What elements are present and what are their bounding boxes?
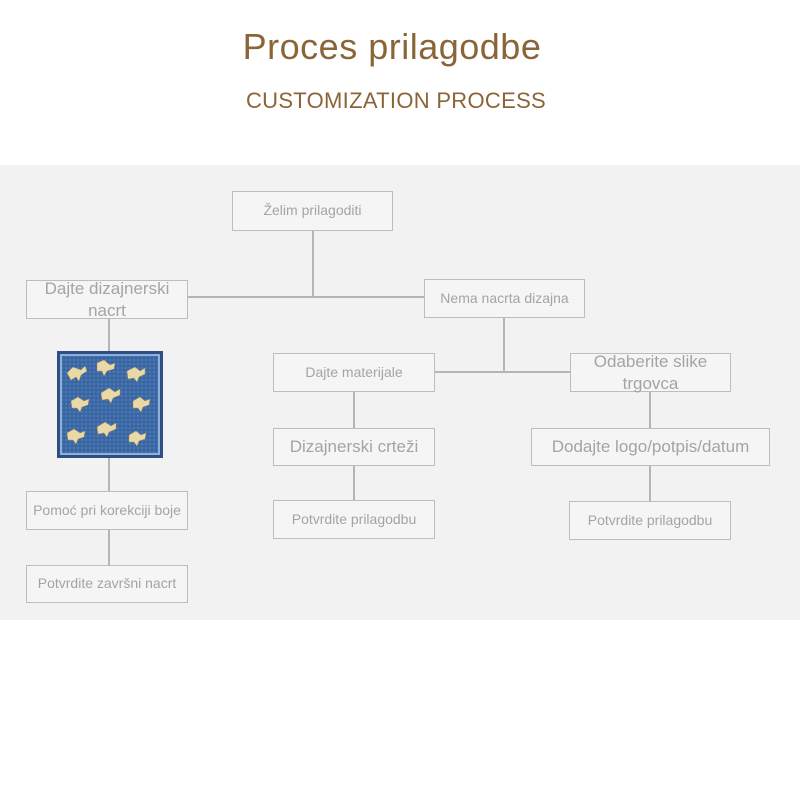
node-color-correction-label: Pomoć pri korekciji boje: [33, 501, 181, 518]
scarf-sample-image: [57, 351, 163, 458]
node-design-drawings-label: Dizajnerski crteži: [289, 437, 419, 457]
node-confirm-customization-a-label: Potvrdite prilagodbu: [291, 510, 417, 527]
node-confirm-customization-a: Potvrdite prilagodbu: [273, 500, 435, 539]
node-no-design: Nema nacrta dizajna: [424, 279, 585, 318]
node-confirm-final-design: Potvrdite završni nacrt: [26, 565, 188, 603]
node-confirm-customization-b: Potvrdite prilagodbu: [569, 501, 731, 540]
node-no-design-label: Nema nacrta dizajna: [440, 289, 569, 306]
page-title: Proces prilagodbe: [242, 26, 542, 67]
node-provide-materials: Dajte materijale: [273, 353, 435, 392]
node-design-drawings: Dizajnerski crteži: [273, 428, 435, 466]
node-add-logo: Dodajte logo/potpis/datum: [531, 428, 770, 466]
page-subtitle: CUSTOMIZATION PROCESS: [245, 88, 547, 113]
node-add-logo-label: Dodajte logo/potpis/datum: [551, 437, 750, 457]
node-provide-design-label: Dajte dizajnerski nacrt: [44, 279, 170, 320]
node-merchant-images: Odaberite slike trgovca: [570, 352, 731, 393]
node-root: Želim prilagoditi: [232, 191, 393, 231]
node-color-correction: Pomoć pri korekciji boje: [26, 491, 188, 530]
node-provide-design: Dajte dizajnerski nacrt: [26, 279, 188, 320]
node-confirm-final-design-label: Potvrdite završni nacrt: [37, 575, 177, 592]
node-confirm-customization-b-label: Potvrdite prilagodbu: [587, 511, 713, 528]
node-root-label: Želim prilagoditi: [263, 202, 362, 219]
node-merchant-images-label: Odaberite slike trgovca: [593, 352, 708, 393]
node-provide-materials-label: Dajte materijale: [305, 363, 403, 380]
